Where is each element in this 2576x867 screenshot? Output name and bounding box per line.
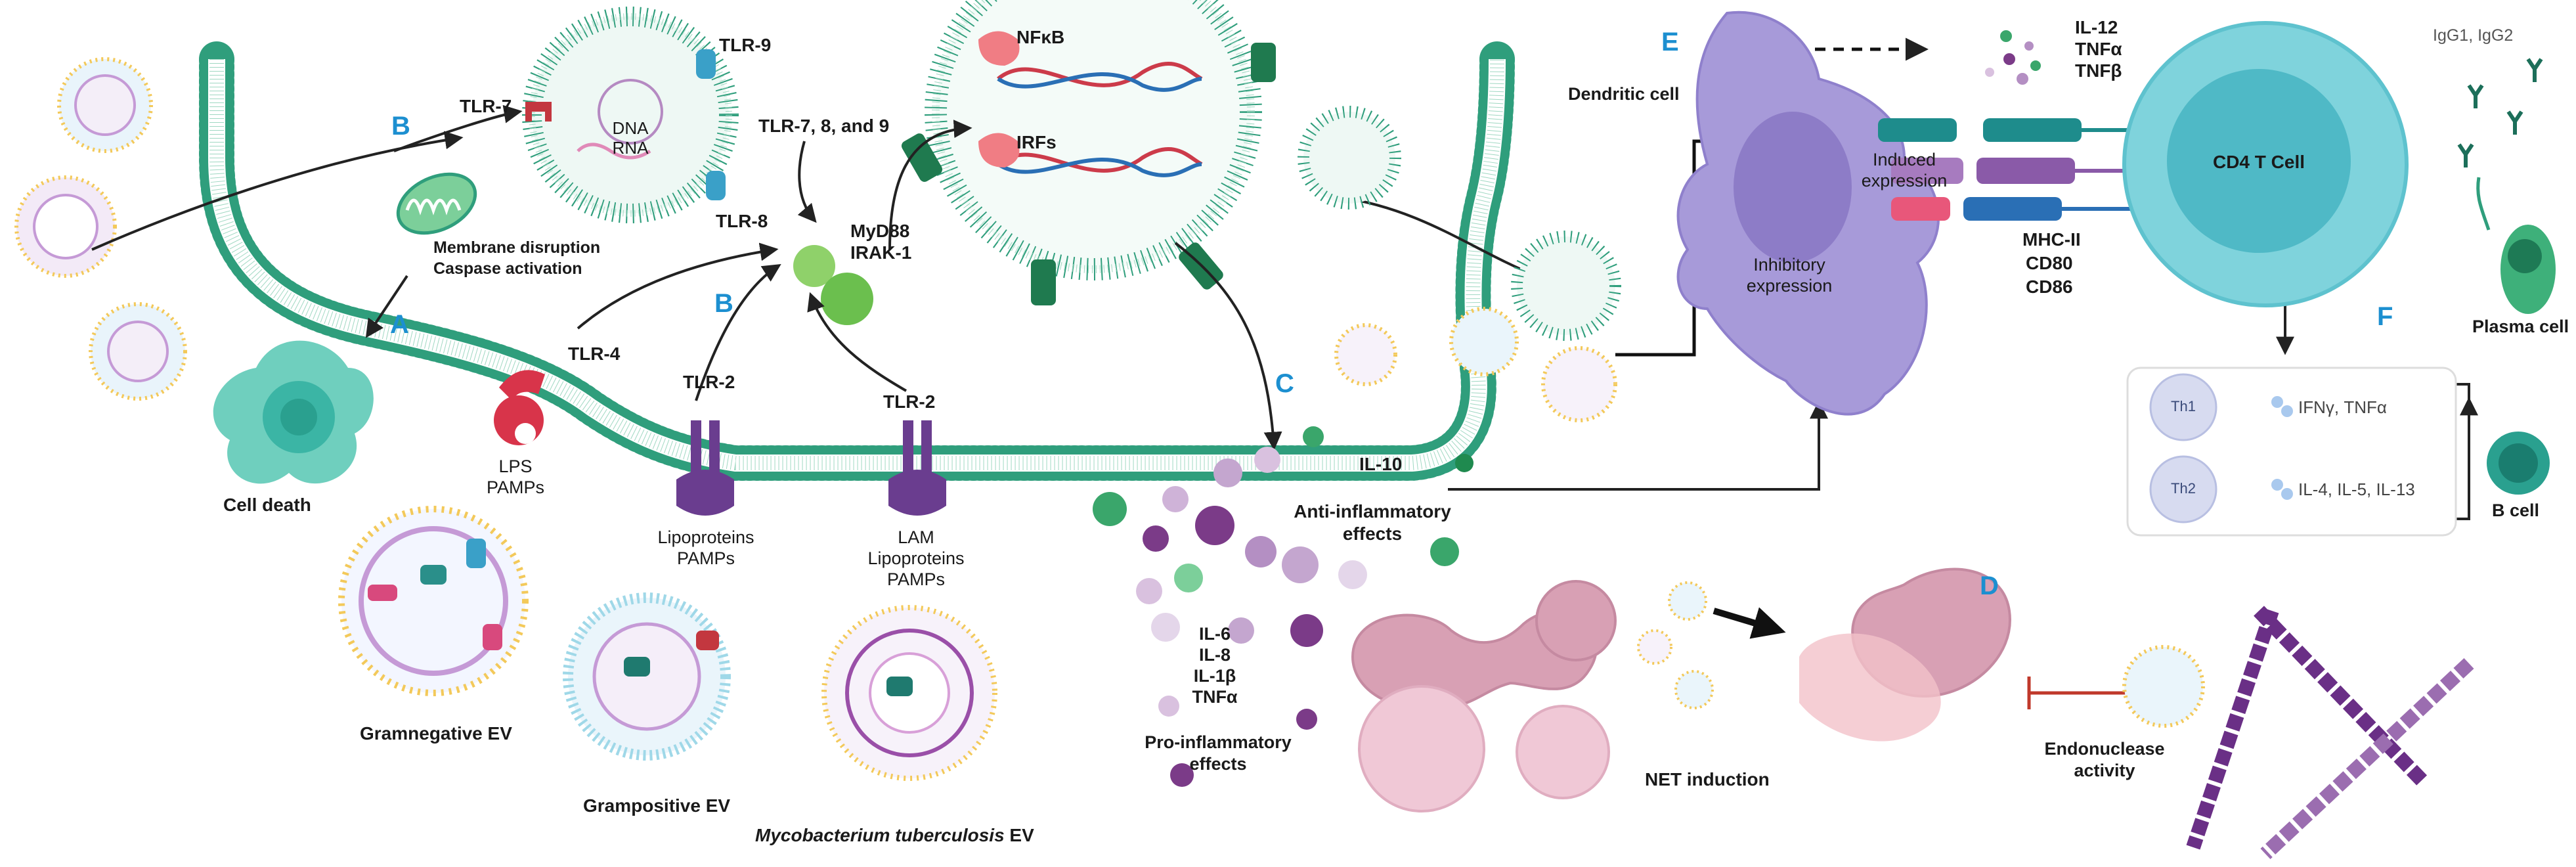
label-dendritic-cell: Dendritic cell <box>1568 84 1680 104</box>
label-dna: DNA <box>612 118 649 138</box>
label-cd86: CD86 <box>2026 277 2073 297</box>
tlr-receptors-endosome <box>525 49 726 200</box>
label-net-induction: NET induction <box>1645 769 1770 789</box>
label-cd80: CD80 <box>2026 253 2073 273</box>
tlr2-receptor-right <box>888 420 946 516</box>
label-tnfb-top: TNFβ <box>2075 60 2122 81</box>
label-cell-death: Cell death <box>223 495 311 515</box>
label-lipoproteins: Lipoproteins <box>657 527 754 547</box>
label-mtb-rest: EV <box>1004 825 1034 845</box>
ev-gramnegative <box>338 506 529 696</box>
dna-strands <box>2186 606 2474 860</box>
label-il12: IL-12 <box>2075 17 2118 37</box>
label-th2-cytokines: IL-4, IL-5, IL-13 <box>2298 479 2415 499</box>
label-myd88: MyD88 <box>850 221 910 241</box>
label-tlr9: TLR-9 <box>719 35 772 55</box>
label-pamps-lps: PAMPs <box>486 478 544 497</box>
label-grampositive-ev: Grampositive EV <box>583 795 731 816</box>
label-induced-2: expression <box>1861 171 1948 190</box>
il12-particles <box>1985 30 2041 85</box>
label-tlr2-right: TLR-2 <box>883 391 936 412</box>
label-cd4-tcell: CD4 T Cell <box>2212 152 2305 172</box>
ev-mtb <box>821 605 997 781</box>
label-anti-inflammatory-1: Anti-inflammatory <box>1294 501 1451 522</box>
label-tnfa-top: TNFα <box>2075 39 2122 59</box>
label-inhibitory-1: Inhibitory <box>1753 255 1825 275</box>
label-irfs: IRFs <box>1016 132 1057 152</box>
myd88-complex <box>793 245 873 325</box>
label-th1-cytokines: IFNγ, TNFα <box>2298 397 2387 417</box>
label-lps: LPS <box>498 456 533 476</box>
section-letter-b2: B <box>714 289 733 318</box>
label-endonuclease-2: activity <box>2074 761 2135 780</box>
label-gramnegative-ev: Gramnegative EV <box>360 723 512 744</box>
tlr4-receptor <box>494 370 545 445</box>
label-il1b: IL-1β <box>1193 666 1236 686</box>
tlr2-receptor-left <box>676 420 734 516</box>
label-mhc2: MHC-II <box>2022 229 2081 250</box>
section-letter-e: E <box>1661 28 1679 56</box>
cd4-t-cell <box>2122 21 2409 307</box>
label-inhibitory-2: expression <box>1746 276 1833 296</box>
label-pamps-lipo: PAMPs <box>676 548 735 568</box>
nucleus <box>901 0 1276 305</box>
label-plasma-cell: Plasma cell <box>2472 317 2569 336</box>
dendritic-cell <box>1676 11 1940 416</box>
label-lam-lipoproteins: Lipoproteins <box>867 548 965 568</box>
th-subsets-panel <box>2126 367 2457 537</box>
label-mtb-italic: Mycobacterium tuberculosis <box>755 825 1005 845</box>
label-pro-inflammatory-1: Pro-inflammatory <box>1145 732 1292 752</box>
cytokine-particles <box>1093 426 1474 787</box>
section-letter-f: F <box>2377 302 2393 331</box>
plasma-cell <box>2500 225 2556 314</box>
neutrophils <box>1351 567 2011 812</box>
label-th1: Th1 <box>2171 398 2196 414</box>
label-endonuclease-1: Endonuclease <box>2044 739 2165 759</box>
label-anti-inflammatory-2: effects <box>1342 523 1403 544</box>
label-membrane-disruption: Membrane disruption <box>433 238 601 257</box>
label-il8: IL-8 <box>1198 645 1231 665</box>
label-lam: LAM <box>898 527 934 547</box>
section-letter-a: A <box>390 310 409 339</box>
label-tlr8: TLR-8 <box>716 211 768 231</box>
label-irak1: IRAK-1 <box>850 242 912 263</box>
ev-grampositive <box>563 592 731 761</box>
label-pamps-lam: PAMPs <box>886 569 945 589</box>
dying-cell <box>213 340 374 484</box>
label-b-cell: B cell <box>2492 500 2540 520</box>
label-tnfa-pro: TNFα <box>1192 687 1238 707</box>
ev-vesicles-right <box>1298 106 2205 728</box>
ev-vesicles-left <box>14 57 187 401</box>
label-tlr-789: TLR-7, 8, and 9 <box>758 116 890 136</box>
label-il6: IL-6 <box>1198 624 1231 644</box>
label-caspase-activation: Caspase activation <box>433 259 582 278</box>
label-tlr7: TLR-7 <box>460 96 512 116</box>
endosome <box>522 7 739 223</box>
section-letter-d: D <box>1980 571 1999 600</box>
label-nfkb: NFκB <box>1016 27 1065 47</box>
label-induced-1: Induced <box>1872 150 1936 169</box>
label-mtb-ev: Mycobacterium tuberculosis EV <box>755 824 1034 846</box>
label-rna: RNA <box>612 138 649 158</box>
label-tlr2-left: TLR-2 <box>683 372 735 392</box>
label-pro-inflammatory-2: effects <box>1189 754 1247 774</box>
b-cell <box>2487 432 2550 495</box>
label-il10: IL-10 <box>1359 454 1403 474</box>
dc-tcell-synapse <box>1878 118 2147 221</box>
section-letter-b1: B <box>391 112 410 141</box>
label-th2: Th2 <box>2171 480 2196 497</box>
antibodies <box>2457 58 2543 167</box>
mitochondrion <box>396 172 477 235</box>
label-igg: IgG1, IgG2 <box>2433 26 2514 45</box>
label-tlr4: TLR-4 <box>568 344 621 364</box>
section-letter-c: C <box>1275 369 1294 398</box>
